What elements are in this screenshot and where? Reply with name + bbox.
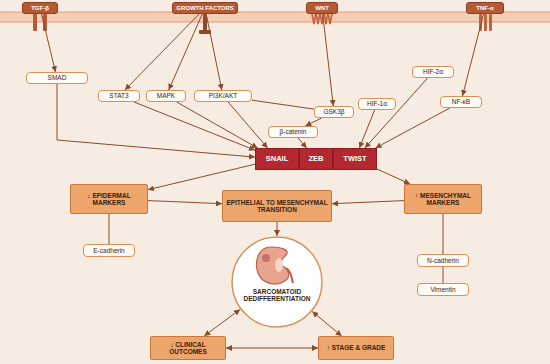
transcription-factor-box: SNAIL [255,148,299,170]
connector-arrow [443,214,444,254]
pathway-box: MAPK [146,90,186,102]
node-text: SMAD [48,74,67,81]
node-text: E-cadherin [93,247,124,254]
pathway-box: β-catenin [268,126,318,138]
node-text: TWIST [343,155,366,164]
node-text: ↑ MESENCHYMAL MARKERS [408,192,478,207]
connector-arrow [252,100,314,109]
circle-fill [231,236,323,328]
process-box: ↓ EPIDERMAL MARKERS [70,184,148,214]
transcription-factor-box: TWIST [333,148,377,170]
connector-arrow [134,102,255,150]
connector-arrow [376,108,450,148]
pathway-box: HIF-1α [358,98,396,110]
receptor-ligand: TNF-α [466,2,504,14]
pathway-box: N-cadherin [417,254,469,267]
node-text: MAPK [157,92,175,99]
connector-arrow [377,169,410,184]
connector-arrow [206,14,222,90]
circle-outline [231,236,323,328]
connector-arrow [169,14,203,90]
connector-arrow [359,110,374,148]
pathway-box: NF-κB [440,96,482,108]
pathway-box: Vimentin [417,283,469,296]
connector-arrow [365,78,428,148]
node-text: NF-κB [452,98,470,105]
node-text: PI3K/AKT [209,92,238,99]
process-box: ↓ CLINICAL OUTCOMES [150,336,226,360]
connector-arrow [109,214,110,244]
node-text: ZEB [309,155,324,164]
node-text: GROWTH FACTORS [176,5,234,12]
connector-arrow [277,222,278,236]
receptor-ligand: WNT [306,2,338,14]
node-text: HIF-2α [423,68,443,75]
node-text: SNAIL [266,155,289,164]
membrane-line [0,21,550,22]
pathway-box: STAT3 [98,90,140,102]
node-text: TNF-α [476,5,493,12]
connector-arrow [332,201,404,204]
pathway-box: HIF-2α [412,66,454,78]
connector-arrow [298,138,307,148]
receptor-ligand: GROWTH FACTORS [172,2,238,14]
process-box: ↑ STAGE & GRADE [318,336,394,360]
connector-arrow [305,118,321,126]
node-text: HIF-1α [367,100,387,107]
process-box: EPITHELIAL TO MESENCHYMAL TRANSITION [222,190,332,222]
connector-arrow [57,84,255,157]
connector-arrow [463,14,484,96]
connector-arrow [148,164,255,190]
connector-arrow [148,201,222,204]
node-text: STAT3 [109,92,128,99]
connector-arrow [312,312,341,337]
node-text: SARCOMATOID DEDIFFERENTIATION [237,288,317,303]
node-text: WNT [315,5,329,12]
connector-arrow [177,102,258,148]
connector-arrow [125,14,199,90]
node-text: ↓ EPIDERMAL MARKERS [74,192,144,207]
node-text: EPITHELIAL TO MESENCHYMAL TRANSITION [226,199,328,214]
node-text: GSK3β [323,108,344,115]
node-text: Vimentin [430,286,455,293]
node-text: ↑ STAGE & GRADE [327,344,386,351]
pathway-box: GSK3β [314,106,354,118]
transcription-factor-box: ZEB [299,148,333,170]
connector-arrow [228,102,268,148]
kidney-illustration [257,247,293,284]
pathway-box: PI3K/AKT [194,90,252,102]
node-text: ↓ CLINICAL OUTCOMES [154,341,222,356]
connector-arrow [443,267,444,283]
connector-arrow [204,309,240,336]
node-text: TGF-β [31,5,49,12]
pathway-box: SMAD [26,72,88,84]
pathway-box: E-cadherin [83,244,135,257]
connector-arrow [226,348,318,349]
connector-arrow [42,14,56,72]
node-text: N-cadherin [427,257,459,264]
connector-arrow [323,14,334,106]
node-text: β-catenin [280,128,307,135]
receptor-ligand: TGF-β [22,2,58,14]
outcome-circle: SARCOMATOID DEDIFFERENTIATION [231,236,323,328]
process-box: ↑ MESENCHYMAL MARKERS [404,184,482,214]
